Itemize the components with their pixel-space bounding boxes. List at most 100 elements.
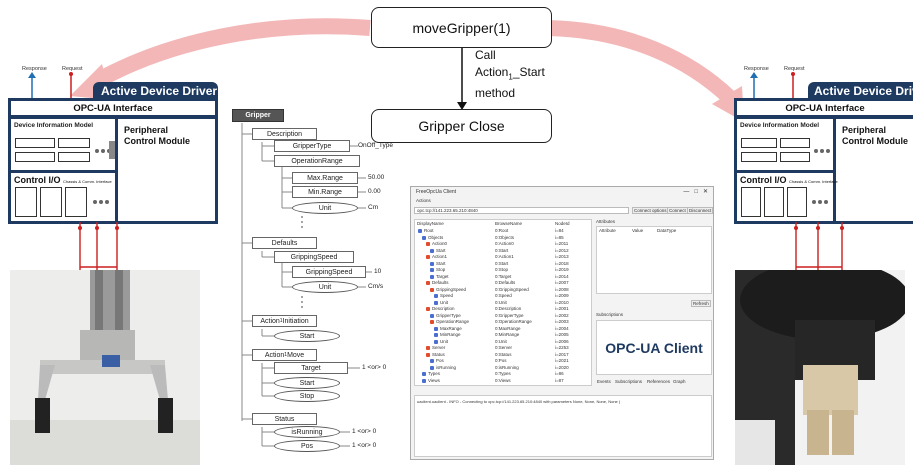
row-nodeid: i=2009 (555, 293, 569, 298)
connect-options-button[interactable]: Connect options (632, 207, 669, 214)
variable-node-icon (434, 333, 438, 337)
client-menu-actions[interactable]: Actions (416, 198, 431, 203)
row-nodeid: i=2006 (555, 338, 569, 344)
variable-node-icon (430, 268, 434, 272)
tree-unit: Unit (292, 202, 358, 214)
opcua-client-window: FreeOpcUa Client — □ ✕ Actions opc.tcp:/… (410, 186, 714, 460)
left-info-slot (58, 138, 90, 148)
object-node-icon (426, 281, 430, 285)
left-opcua-bar: OPC-UA Interface (11, 101, 215, 115)
io-arrows (28, 72, 73, 98)
connect-button[interactable]: Connect (667, 207, 688, 214)
row-browsename: 0:Start (495, 260, 509, 266)
response-label: Response (744, 66, 769, 72)
left-info-model: Device Information Model (11, 119, 115, 170)
command-label: moveGripper(1) (412, 19, 511, 36)
row-displayname: MaxRange (440, 325, 462, 331)
row-nodeid: i=2002 (555, 312, 569, 318)
right-driver: Response Request Active Device Driver OP… (734, 60, 913, 235)
object-node-icon (426, 307, 430, 311)
row-nodeid: i=2007 (555, 280, 569, 285)
row-browsename: 0:Start (495, 247, 509, 253)
variable-node-icon (430, 248, 434, 253)
row-displayname: Action0 (432, 241, 448, 246)
tab-subscriptions[interactable]: Subscriptions (615, 379, 643, 384)
object-node-icon (430, 320, 434, 324)
col-displayname: DisplayName (417, 221, 444, 226)
row-browsename: 0:Objects (495, 234, 515, 240)
attributes-panel: Attribute Value DataType (596, 226, 712, 294)
attributes-title: Attributes (596, 219, 616, 224)
row-nodeid: i=2017 (555, 351, 569, 357)
row-displayname: Status (432, 351, 445, 357)
row-displayname: GrippingSpeed (436, 286, 467, 292)
client-address-field[interactable]: opc.tcp://141.223.65.210:4840 (414, 207, 629, 214)
right-info-model-label: Device Information Model (740, 122, 820, 129)
left-io-slot (65, 187, 87, 217)
right-control-io-label: Control I/O Chassis & Comm. Interface (740, 175, 838, 185)
row-browsename: 0:isRunning (495, 364, 519, 370)
left-driver-title: Active Device Driver (101, 84, 218, 98)
row-browsename: 0:Views (495, 377, 511, 383)
right-io-slot (787, 187, 807, 217)
row-nodeid: i=2001 (555, 306, 569, 311)
object-node-icon (430, 287, 434, 292)
tree-move-start: Start (274, 377, 340, 389)
tab-references[interactable]: References (647, 379, 671, 384)
request-label: Request (784, 66, 805, 72)
gripper-tree: Gripper Description GripperType OnOff_Ty… (230, 105, 405, 465)
right-wires (794, 222, 844, 280)
col-nodeid: NodeId (555, 221, 570, 226)
right-opcua-bar: OPC-UA Interface (737, 101, 913, 115)
row-nodeid: i=87 (555, 377, 564, 383)
disconnect-button[interactable]: Disconnect (687, 207, 714, 214)
call-arrow-head (457, 102, 467, 110)
right-info-model: Device Information Model (737, 119, 833, 170)
tree-grippertype: GripperType (274, 140, 350, 152)
row-nodeid: i=2005 (555, 332, 569, 337)
tree-target: Target (274, 362, 348, 374)
row-nodeid: i=2013 (555, 254, 569, 259)
refresh-button[interactable]: Refresh (691, 300, 711, 307)
left-scroll-tab (109, 141, 115, 159)
tree-grippingspeed: GrippingSpeed (274, 251, 354, 263)
row-nodeid: i=2018 (555, 260, 569, 266)
client-window-controls: — □ ✕ (683, 189, 708, 195)
variable-node-icon (430, 261, 434, 266)
row-nodeid: i=2003 (555, 319, 569, 324)
row-browsename: 0:Speed (495, 293, 512, 298)
right-io-slot (764, 187, 784, 217)
variable-node-icon (430, 313, 434, 318)
tab-graph[interactable]: Graph (673, 379, 686, 384)
tab-events[interactable]: Events (597, 379, 611, 384)
row-browsename: 0:Unit (495, 299, 507, 305)
tree-grippertype-value: OnOff_Type (358, 142, 393, 149)
tree-pos-value: 1 <or> 0 (352, 442, 377, 449)
tree-initiation-start: Start (274, 330, 340, 342)
col-browsename: BrowseName (495, 221, 523, 226)
